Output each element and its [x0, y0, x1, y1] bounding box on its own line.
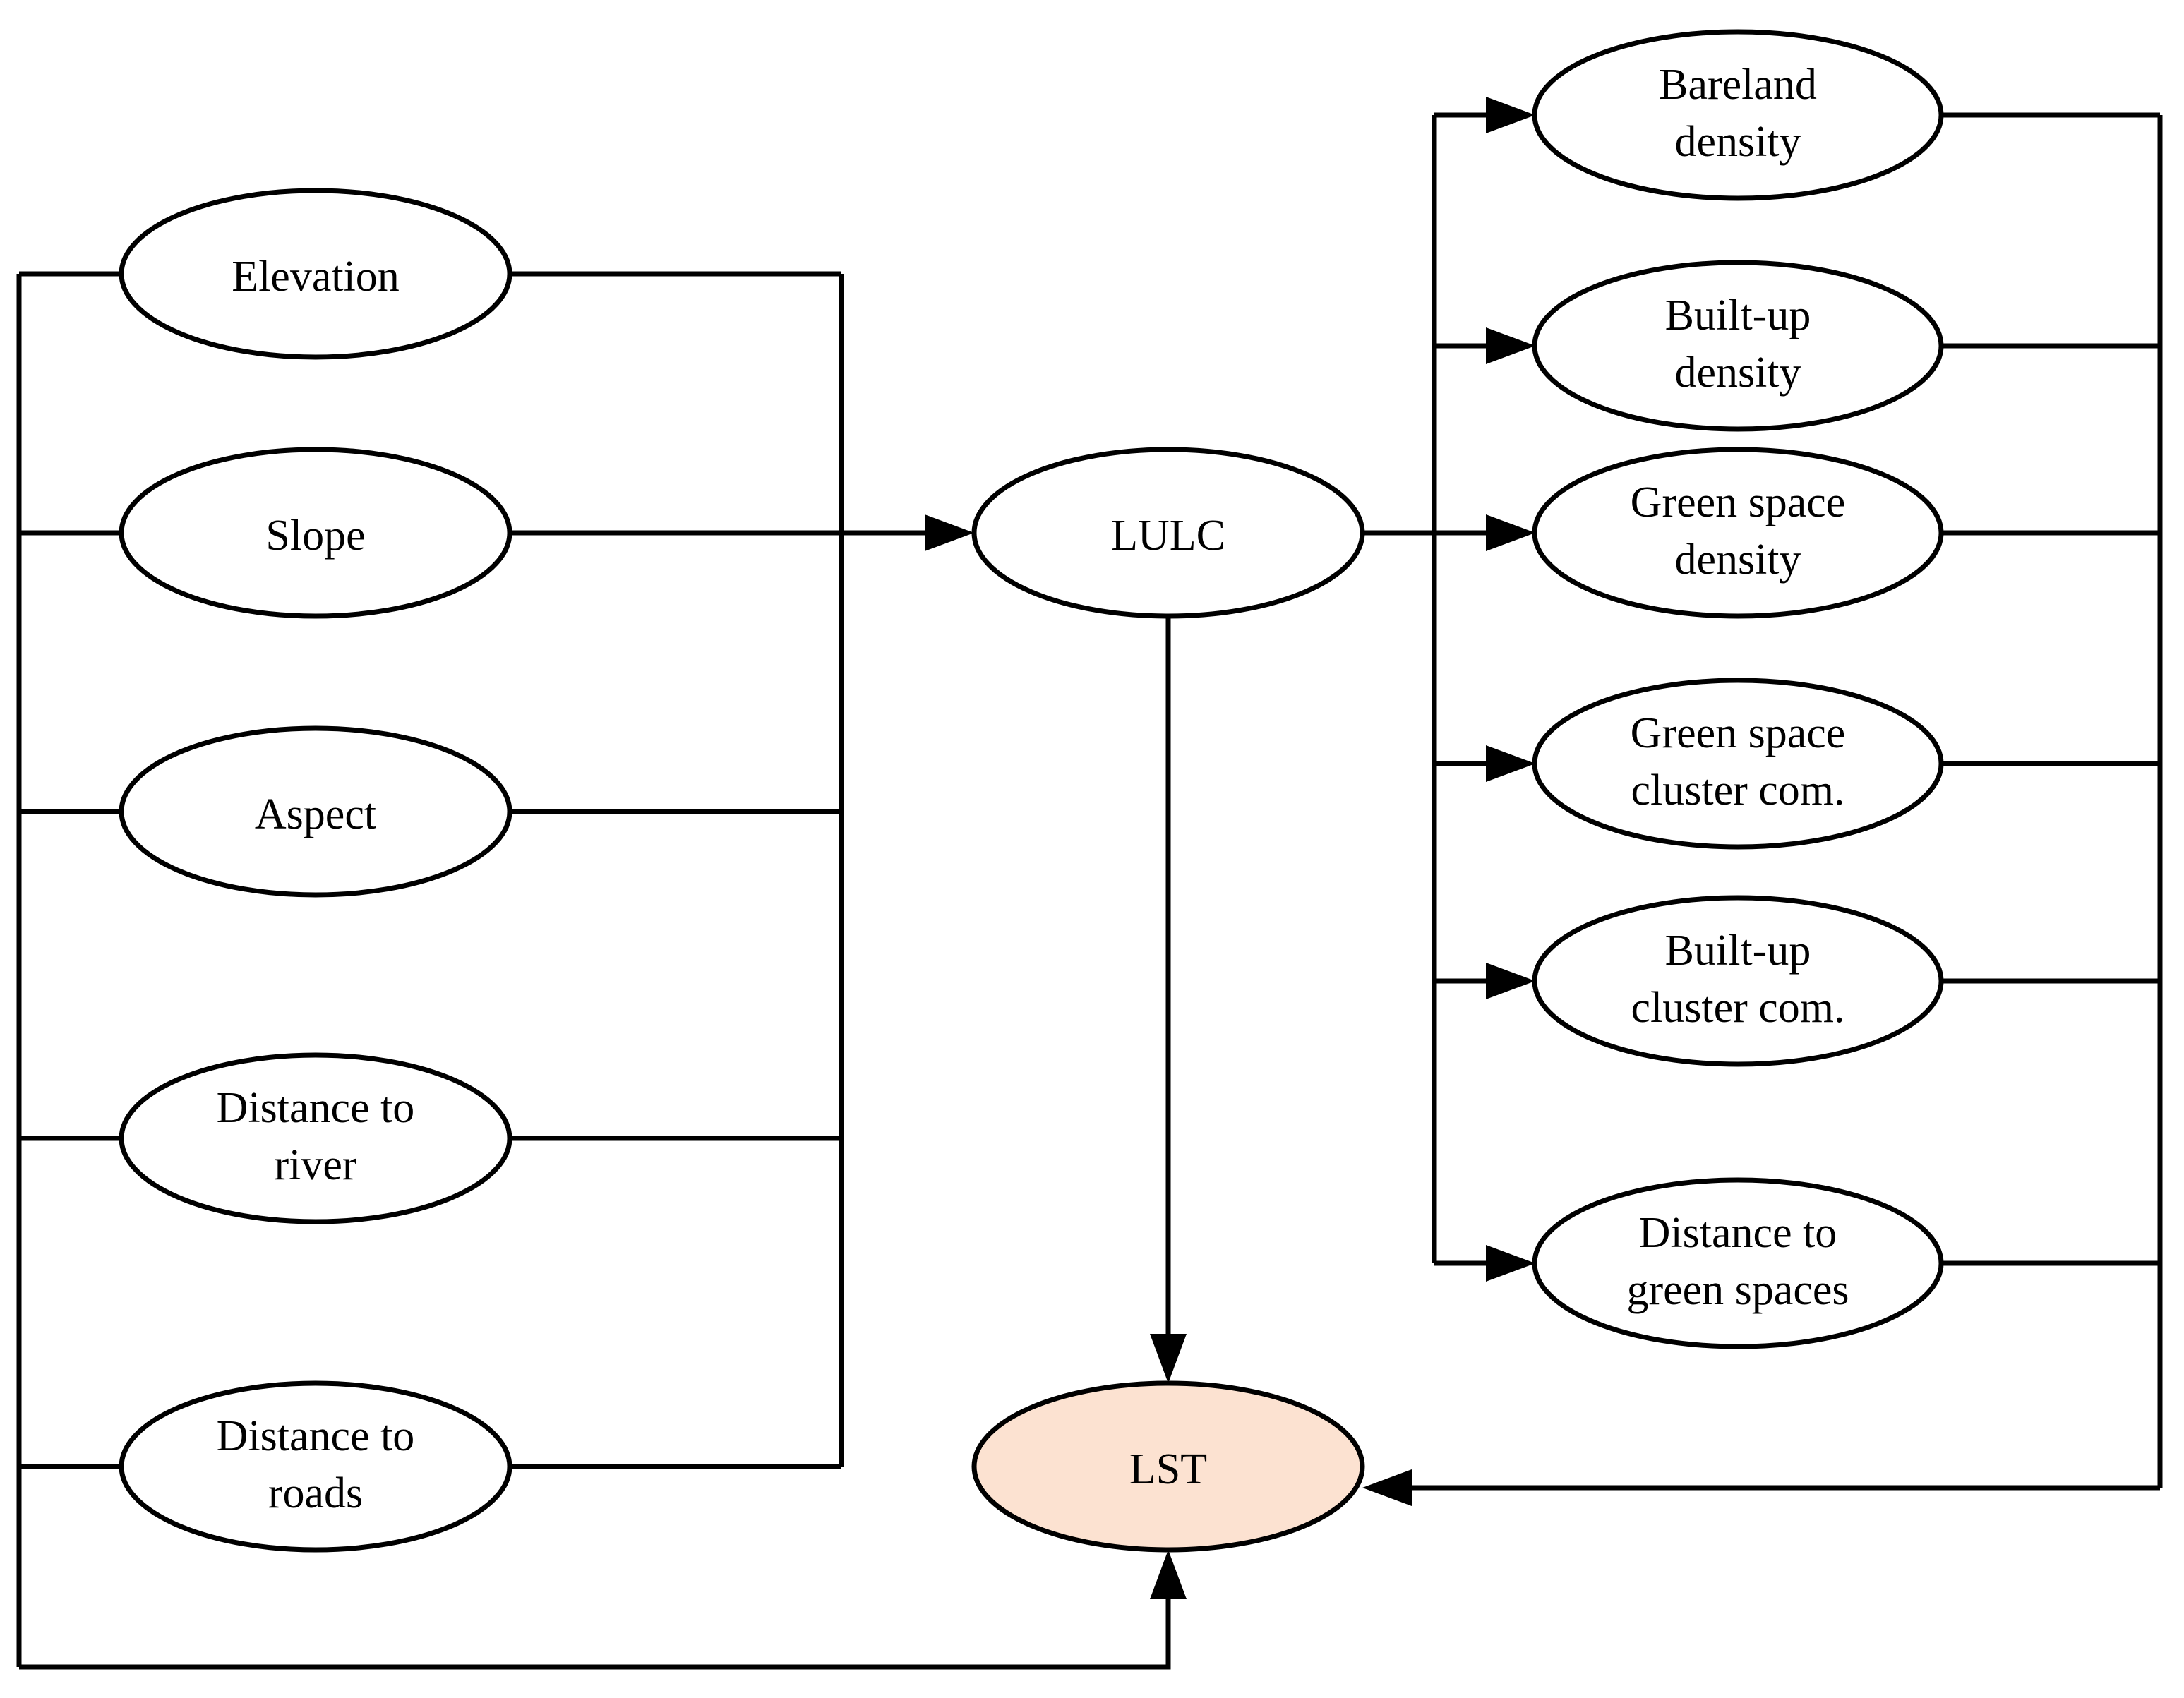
edge-left-bus-to-lst [19, 1575, 1171, 1670]
node-bareland-density[interactable]: Bareland density [1532, 29, 1944, 201]
node-distance-to-roads-label-line1: Distance to [217, 1412, 415, 1460]
node-built-up-density[interactable]: Built-up density [1532, 260, 1944, 432]
node-lst-shape[interactable] [971, 1380, 1365, 1553]
node-green-space-cluster-com-label-line2: cluster com. [1631, 766, 1844, 814]
edge-layer [16, 97, 2163, 1670]
node-slope[interactable]: Slope [119, 447, 512, 619]
node-distance-to-roads-label-line2: roads [268, 1469, 363, 1517]
node-built-up-cluster-com-label-line2: cluster com. [1631, 984, 1844, 1032]
node-distance-to-roads[interactable]: Distance to roads [119, 1380, 512, 1553]
arrowhead-return-bus-to-lst [1362, 1469, 1412, 1506]
node-distance-to-green-spaces-label-line1: Distance to [1639, 1209, 1837, 1257]
node-distance-to-river-label-line2: river [274, 1141, 356, 1189]
node-built-up-cluster-com-shape[interactable] [1532, 895, 1944, 1067]
node-elevation[interactable]: Elevation [119, 188, 512, 360]
node-built-up-density-label-line1: Built-up [1665, 291, 1811, 339]
node-green-space-density-label-line1: Green space [1631, 478, 1846, 526]
arrowhead-bareland-density [1486, 97, 1535, 133]
arrowhead-lulc-to-lst [1150, 1334, 1187, 1383]
arrowhead-green-space-cluster-com [1486, 745, 1535, 782]
arrowhead-built-up-cluster-com [1486, 963, 1535, 999]
node-bareland-density-label-line2: density [1674, 118, 1801, 166]
arrowhead-left-bus-to-lst [1150, 1550, 1187, 1599]
node-green-space-density-shape[interactable] [1532, 447, 1944, 619]
arrowhead-collector-to-lulc [925, 514, 974, 551]
node-built-up-cluster-com-label-line1: Built-up [1665, 927, 1811, 975]
node-distance-to-river-shape[interactable] [119, 1052, 512, 1224]
node-green-space-cluster-com[interactable]: Green space cluster com. [1532, 678, 1944, 850]
node-lulc-label: LULC [1111, 512, 1225, 560]
node-distance-to-green-spaces-label-line2: green spaces [1627, 1266, 1849, 1314]
node-elevation-label: Elevation [232, 253, 400, 301]
node-distance-to-river-label-line1: Distance to [217, 1084, 415, 1132]
node-built-up-density-label-line2: density [1674, 349, 1801, 397]
node-aspect-label: Aspect [255, 790, 376, 838]
node-distance-to-roads-shape[interactable] [119, 1380, 512, 1553]
arrowhead-distance-to-green-spaces [1486, 1245, 1535, 1282]
node-lulc-shape[interactable] [971, 447, 1365, 619]
node-slope-shape[interactable] [119, 447, 512, 619]
node-distance-to-river[interactable]: Distance to river [119, 1052, 512, 1224]
node-green-space-cluster-com-label-line1: Green space [1631, 709, 1846, 757]
node-lst-label: LST [1129, 1445, 1207, 1493]
arrowhead-green-space-density [1486, 514, 1535, 551]
node-built-up-density-shape[interactable] [1532, 260, 1944, 432]
node-distance-to-green-spaces[interactable]: Distance to green spaces [1532, 1177, 1944, 1349]
node-layer: Elevation Slope Aspect Distance to river [119, 29, 1944, 1553]
node-elevation-shape[interactable] [119, 188, 512, 360]
node-bareland-density-label-line1: Bareland [1659, 61, 1817, 109]
node-distance-to-green-spaces-shape[interactable] [1532, 1177, 1944, 1349]
node-lulc[interactable]: LULC [971, 447, 1365, 619]
node-green-space-density[interactable]: Green space density [1532, 447, 1944, 619]
node-green-space-density-label-line2: density [1674, 536, 1801, 584]
node-green-space-cluster-com-shape[interactable] [1532, 678, 1944, 850]
arrowhead-built-up-density [1486, 327, 1535, 364]
node-aspect-shape[interactable] [119, 725, 512, 898]
node-built-up-cluster-com[interactable]: Built-up cluster com. [1532, 895, 1944, 1067]
node-bareland-density-shape[interactable] [1532, 29, 1944, 201]
node-aspect[interactable]: Aspect [119, 725, 512, 898]
node-lst[interactable]: LST [971, 1380, 1365, 1553]
node-slope-label: Slope [265, 512, 365, 560]
